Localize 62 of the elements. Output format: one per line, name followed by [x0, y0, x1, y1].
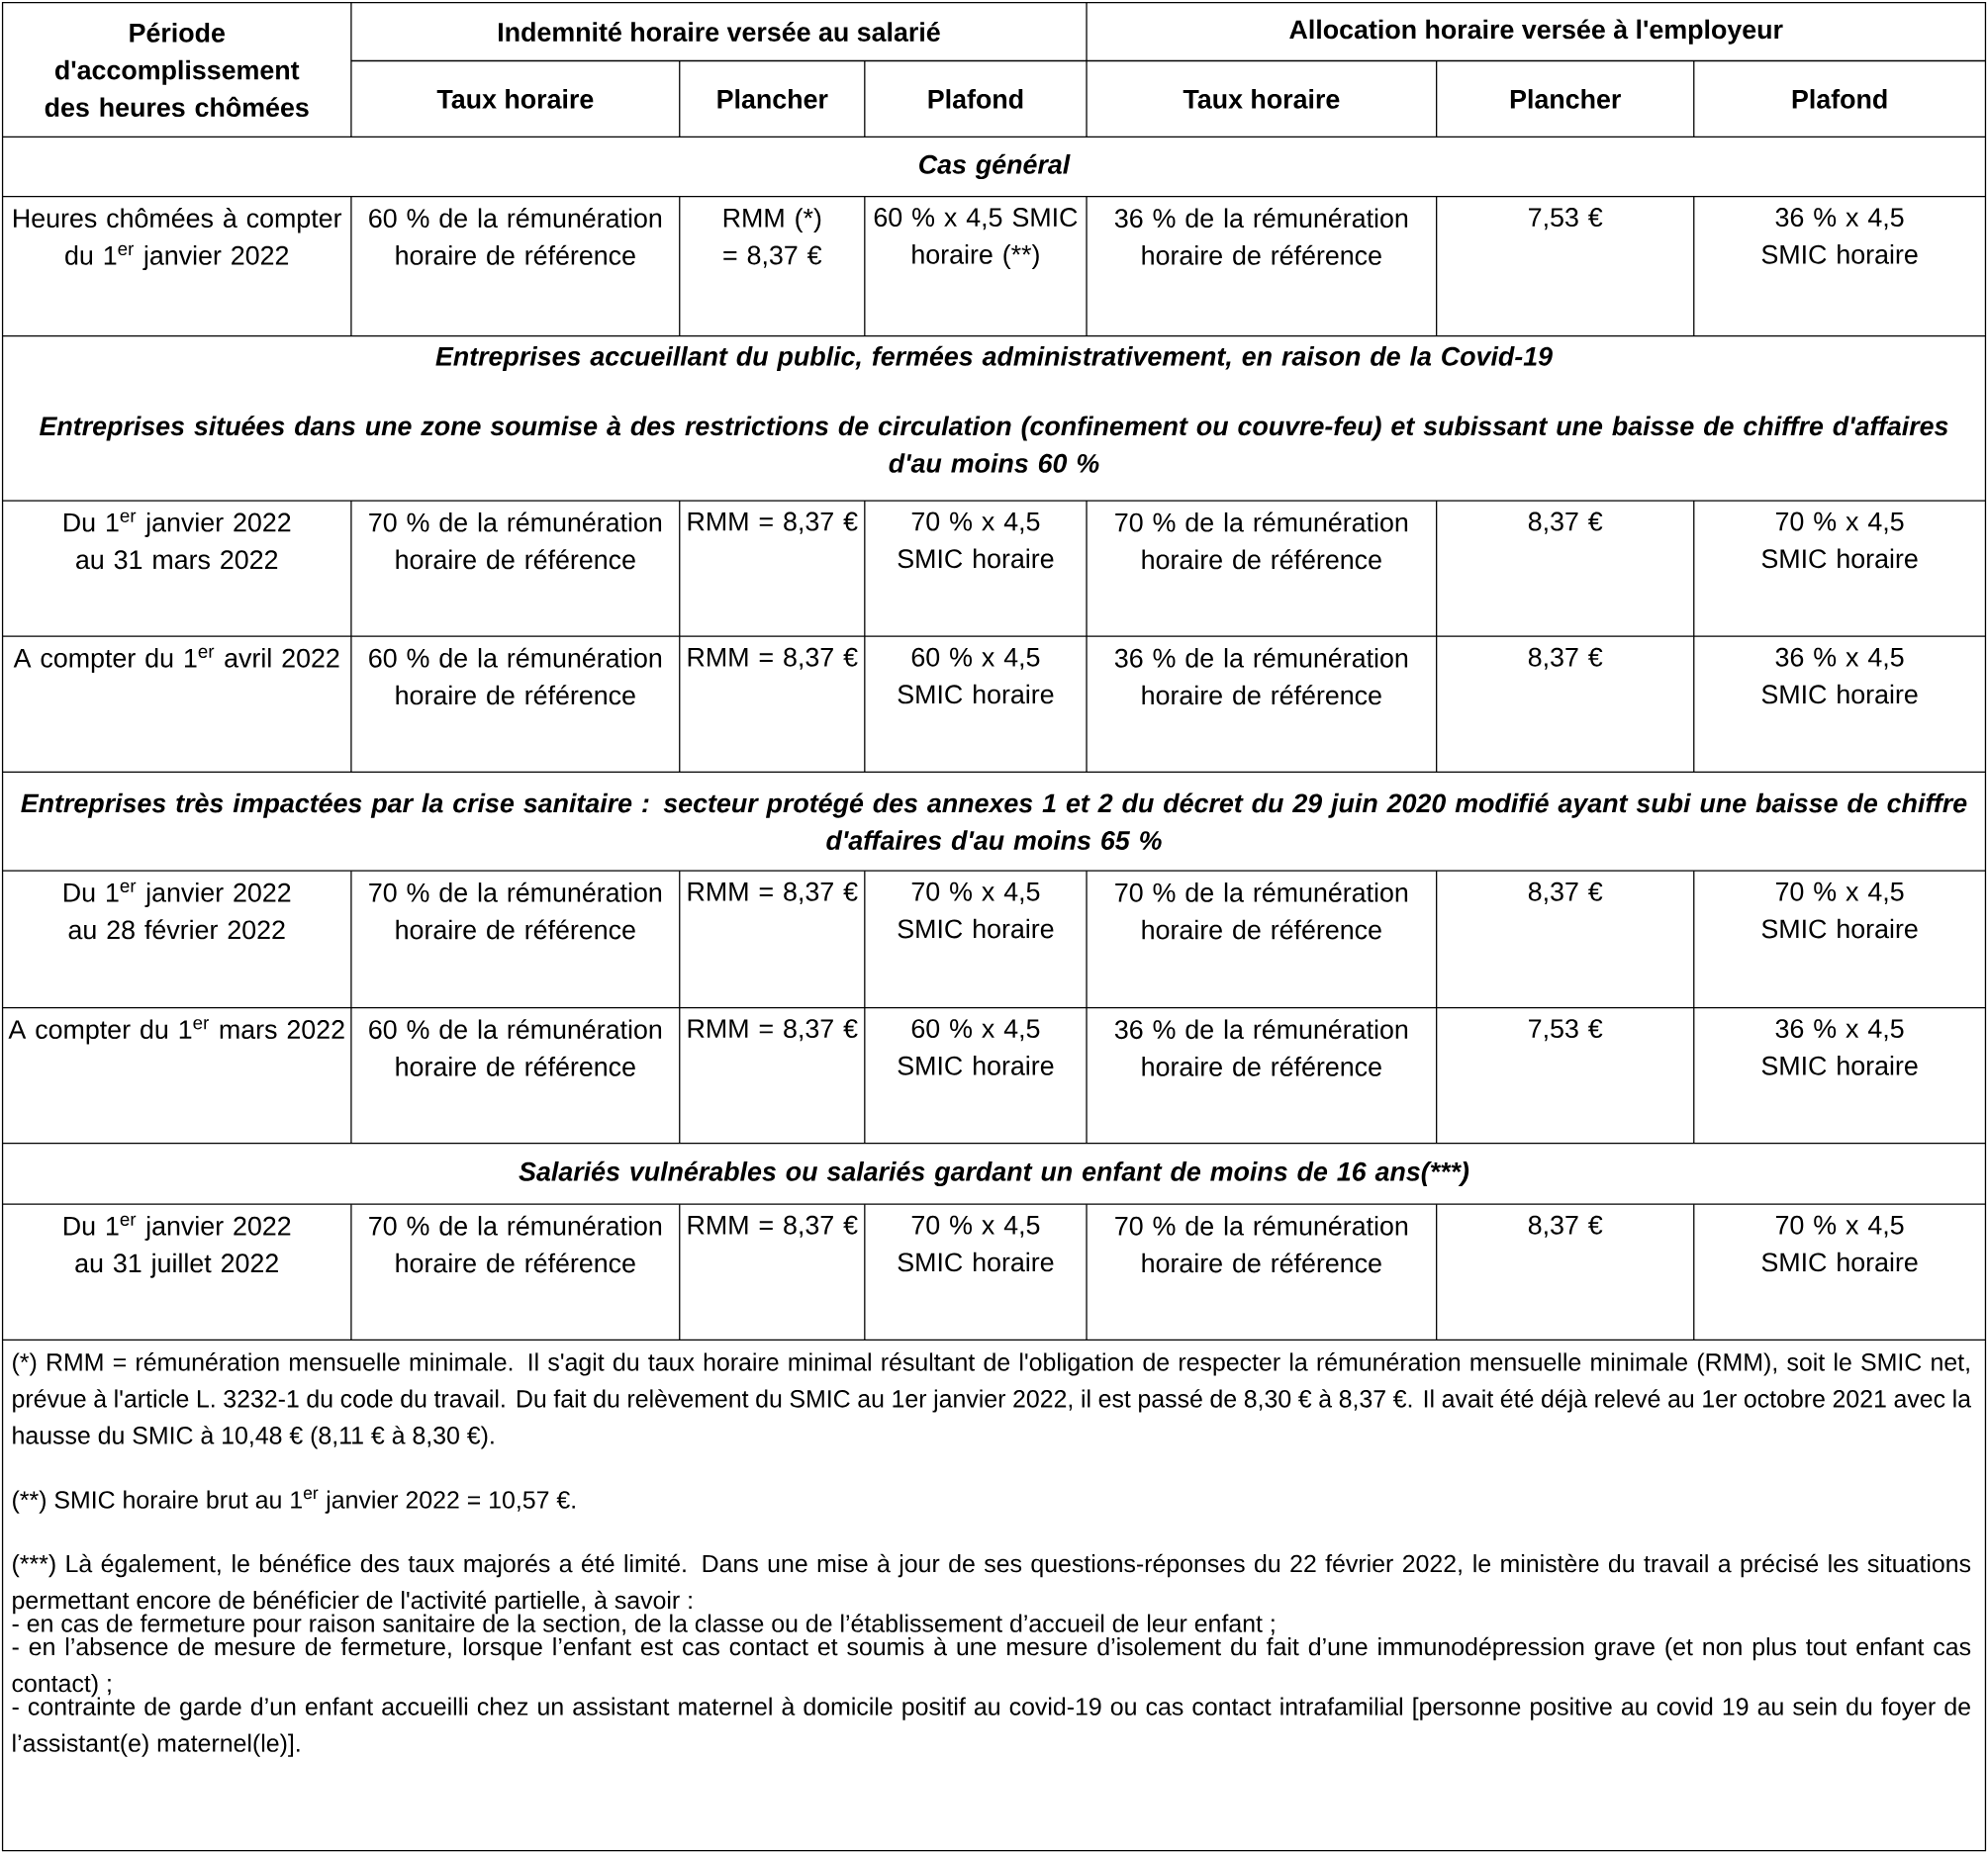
- section-heading: Cas général: [919, 153, 1071, 179]
- cell-text: 60 % x 4,5 SMIC horaire: [898, 1018, 1054, 1075]
- cell-text: 60 % de la rémunération horaire de référence: [369, 647, 662, 705]
- cell-text: 8,37 €: [1528, 511, 1603, 534]
- section-heading: Entreprises accueillant du public, fermées administrativement, en raison de la Covid-19: [435, 345, 1553, 371]
- cell-text: 70 % x 4,5 SMIC horaire: [898, 881, 1054, 939]
- cell-text: Du 1$^{er}$ janvier 2022 au 31 juillet 2022: [64, 1215, 291, 1278]
- section-heading: Salariés vulnérables ou salariés gardant un enfant de moins de 16 ans(***): [519, 1160, 1469, 1186]
- cell-text: 7,53 €: [1529, 1018, 1603, 1042]
- cell-text: 36 % x 4,5 SMIC horaire: [1761, 1018, 1918, 1075]
- footnote: - en l’absence de mesure de fermeture, lorsque l’enfant est cas contact et soumis à une mesure d’isolement du fait d’une immunodépression grave (et non plus tout enfant cas contact) ;: [12, 1636, 1971, 1698]
- header-text: Période d'accomplissement des heures chômées: [45, 22, 309, 117]
- cell-text: 36 % x 4,5 SMIC horaire: [1761, 207, 1918, 264]
- cell-text: RMM = 8,37 €: [688, 647, 858, 670]
- header-text: Plafond: [928, 88, 1023, 109]
- cell-text: 8,37 €: [1528, 881, 1603, 904]
- cell-text: RMM = 8,37 €: [688, 881, 858, 904]
- footnote: - en cas de fermeture pour raison sanitaire de la section, de la classe ou de l’établissement d’accueil de leur enfant ;: [12, 1614, 1275, 1637]
- footnote: (**) SMIC horaire brut au 1$^{er}$ janvier 2022 = 10,57 €.: [13, 1489, 575, 1514]
- cell-text: A compter du 1$^{er}$ mars 2022: [8, 1018, 344, 1045]
- cell-text: Du 1$^{er}$ janvier 2022 au 31 mars 2022: [64, 511, 291, 570]
- header-text: Plafond: [1792, 88, 1887, 109]
- footnote: (***) Là également, le bénéfice des taux majorés a été limité. Dans une mise à jour de ses questions-réponses du 22 février 2022, le ministère du travail a précisé les situations permettant encore de bénéficier de l'activité partielle, à savoir :: [13, 1553, 1971, 1615]
- cell-text: 70 % de la rémunération horaire de référence: [369, 1215, 662, 1273]
- cell-text: 70 % de la rémunération horaire de référence: [369, 511, 662, 570]
- cell-text: 36 % de la rémunération horaire de référence: [1114, 1018, 1408, 1076]
- cell-text: RMM (*) = 8,37 €: [723, 207, 822, 268]
- cell-text: 70 % de la rémunération horaire de référence: [1115, 1215, 1408, 1273]
- section-heading: Entreprises très impactées par la crise sanitaire : secteur protégé des annexes 1 et 2 du décret du 29 juin 2020 modifié ayant subi une baisse de chiffre d'affaires d'au moins 65 %: [21, 792, 1967, 850]
- cell-text: 60 % de la rémunération horaire de référence: [369, 1018, 662, 1076]
- cell-text: 70 % x 4,5 SMIC horaire: [898, 511, 1054, 569]
- section-heading: Entreprises situées dans une zone soumise à des restrictions de circulation (confinement ou couvre-feu) et subissant une baisse de chiffre d'affaires d'au moins 60 %: [40, 416, 1948, 473]
- cell-text: A compter du 1$^{er}$ avril 2022: [13, 647, 339, 673]
- cell-text: Du 1$^{er}$ janvier 2022 au 28 février 2022: [64, 881, 291, 940]
- cell-text: 8,37 €: [1528, 647, 1603, 670]
- footnote: (*) RMM = rémunération mensuelle minimale. Il s'agit du taux horaire minimal résultant de l'obligation de respecter la rémunération mensuelle minimale (RMM), soit le SMIC net, prévue à l'article L. 3232-1 du code du travail. Du fait du relèvement du SMIC au 1er janvier 2022, il est passé de 8,30 € à 8,37 €. Il avait été déjà relevé au 1er octobre 2021 avec la hausse du SMIC à 10,48 € (8,11 € à 8,30 €).: [13, 1351, 1971, 1449]
- cell-text: 60 % x 4,5 SMIC horaire (**): [874, 207, 1078, 269]
- cell-text: 70 % de la rémunération horaire de référence: [1115, 881, 1408, 940]
- cell-text: 36 % de la rémunération horaire de référence: [1114, 207, 1408, 265]
- cell-text: 70 % x 4,5 SMIC horaire: [1761, 1215, 1918, 1272]
- cell-text: 70 % de la rémunération horaire de référence: [1115, 511, 1408, 570]
- cell-text: RMM = 8,37 €: [688, 1018, 858, 1042]
- cell-text: 8,37 €: [1528, 1215, 1603, 1238]
- cell-text: 60 % x 4,5 SMIC horaire: [898, 647, 1054, 704]
- footnote: - contrainte de garde d’un enfant accueilli chez un assistant maternel à domicile positif au covid-19 ou cas contact intrafamilial [personne positive au covid 19 au sein du foyer de l’assistant(e) maternel(le)].: [12, 1697, 1970, 1757]
- cell-text: 70 % x 4,5 SMIC horaire: [1761, 511, 1918, 569]
- header-text: Taux horaire: [436, 88, 594, 109]
- cell-text: 70 % de la rémunération horaire de référence: [369, 881, 662, 940]
- header-text: Plancher: [1510, 88, 1621, 109]
- header-text: Plancher: [717, 88, 828, 109]
- header-text: Indemnité horaire versée au salarié: [499, 21, 940, 42]
- cell-text: RMM = 8,37 €: [688, 511, 858, 534]
- cell-text: 70 % x 4,5 SMIC horaire: [1761, 881, 1918, 939]
- cell-text: 60 % de la rémunération horaire de référence: [369, 207, 662, 265]
- cell-text: Heures chômées à compter du 1$^{er}$ janvier 2022: [14, 207, 342, 270]
- header-text: Allocation horaire versée à l'employeur: [1289, 19, 1783, 45]
- cell-text: 36 % x 4,5 SMIC horaire: [1761, 647, 1918, 704]
- cell-text: 7,53 €: [1529, 207, 1603, 231]
- header-text: Taux horaire: [1183, 88, 1340, 109]
- cell-text: 70 % x 4,5 SMIC horaire: [898, 1215, 1054, 1272]
- cell-text: RMM = 8,37 €: [688, 1215, 858, 1238]
- cell-text: 36 % de la rémunération horaire de référence: [1114, 647, 1408, 705]
